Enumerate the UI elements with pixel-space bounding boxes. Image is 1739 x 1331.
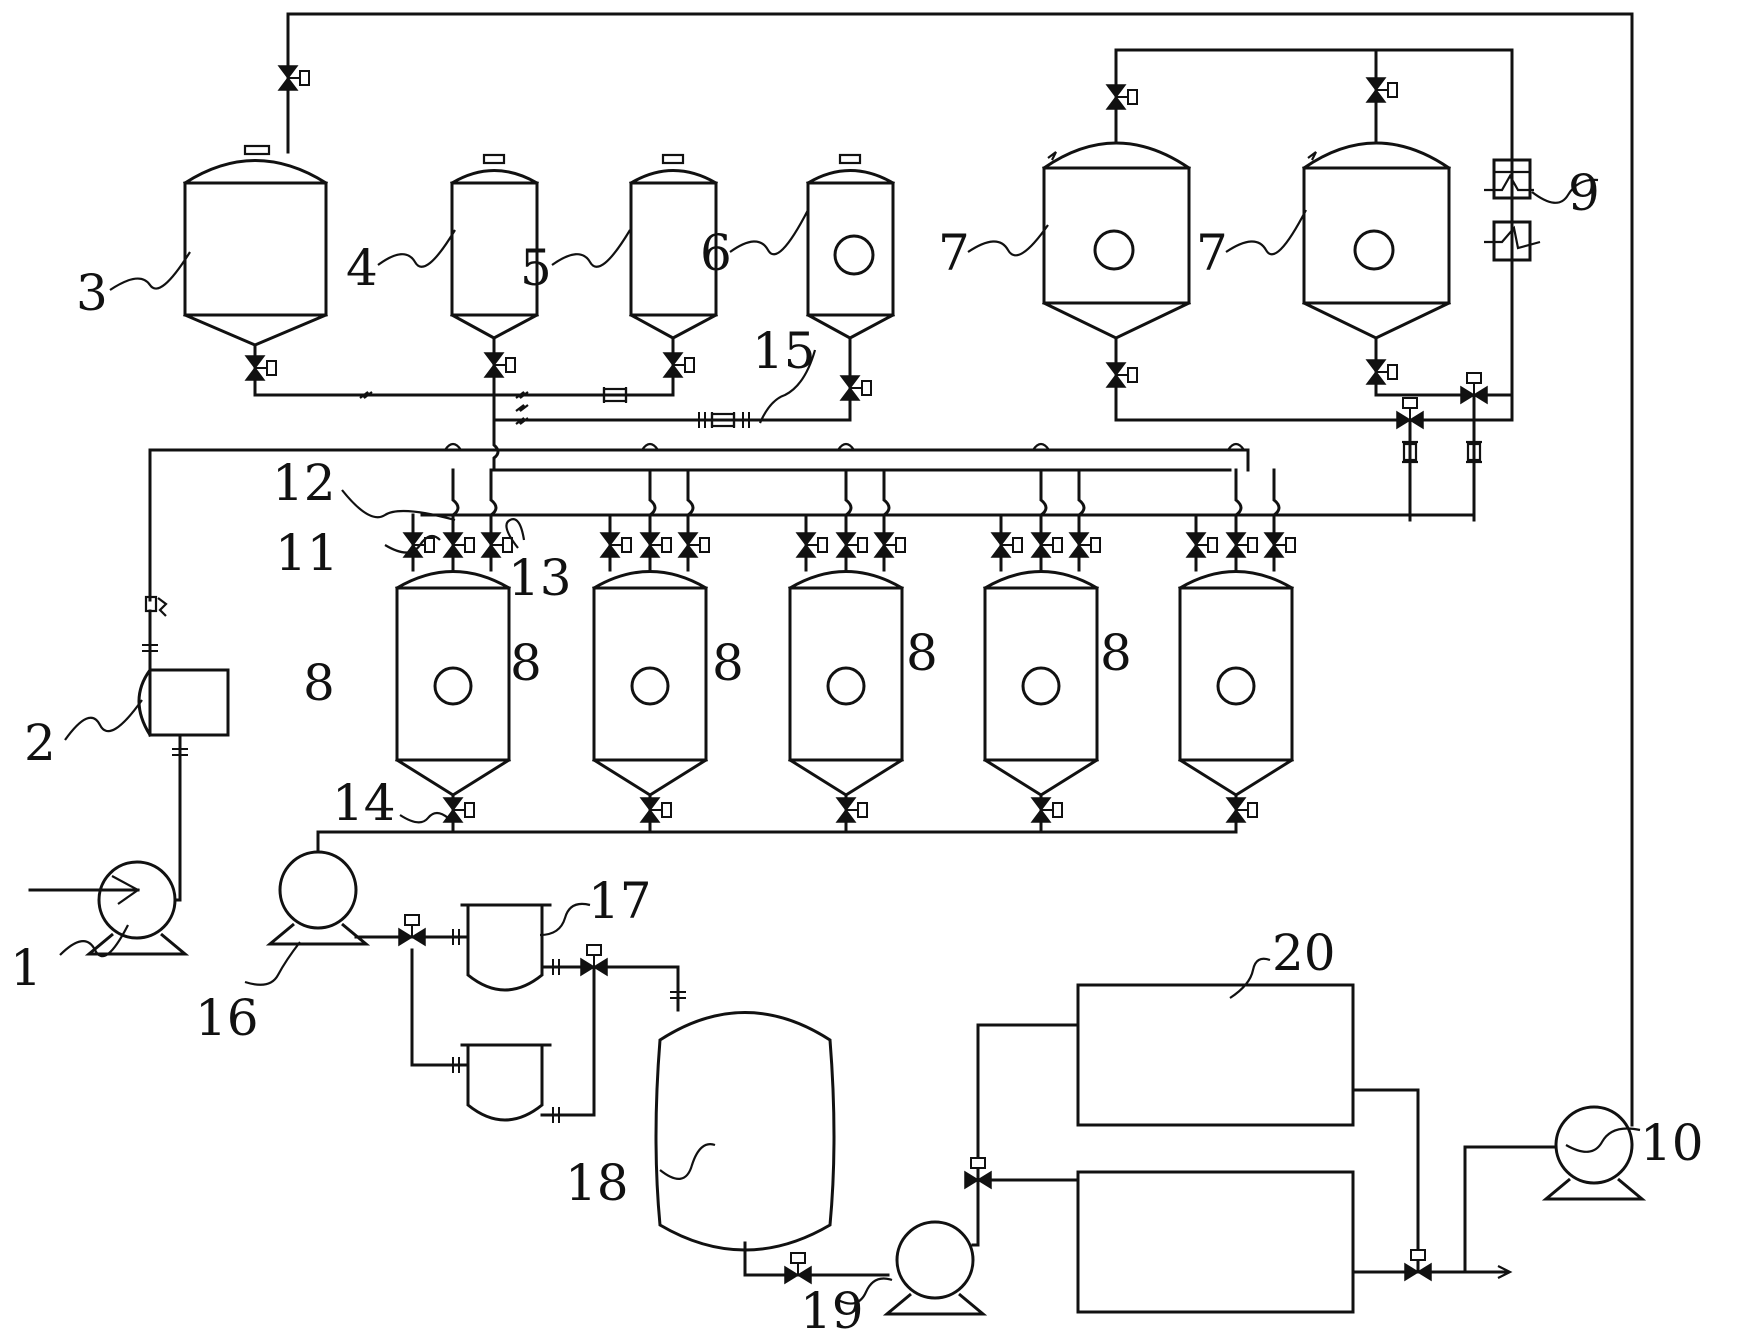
fermenter-8-5 — [1177, 442, 1296, 834]
label-7-right: 7 — [1196, 224, 1228, 282]
unit-20-lower — [1076, 1170, 1355, 1314]
tank-3 — [182, 144, 329, 397]
label-5: 5 — [520, 239, 552, 297]
label-12: 12 — [272, 454, 336, 512]
tank-7-loop — [1114, 48, 1514, 522]
label-2: 2 — [24, 714, 56, 772]
tank-7-left — [1041, 48, 1192, 422]
label-8-e: 8 — [1100, 624, 1132, 682]
label-13: 13 — [508, 549, 572, 607]
filter-symbol-a — [602, 387, 628, 403]
filter-symbol-b — [1402, 440, 1418, 464]
filter-symbol-15 — [698, 411, 750, 429]
label-8-a: 8 — [303, 654, 335, 712]
pump-10 — [1544, 1105, 1644, 1201]
heat-exchanger-9 — [1484, 158, 1541, 262]
fermenter-8-3 — [787, 442, 906, 834]
label-4: 4 — [346, 239, 378, 297]
label-6: 6 — [700, 224, 732, 282]
tank-7-right — [1301, 48, 1452, 397]
label-17: 17 — [588, 872, 652, 930]
distribution-headers — [141, 448, 1476, 672]
pump-19 — [885, 1023, 1080, 1316]
collection-header — [316, 830, 1238, 882]
label-10: 10 — [1640, 1114, 1704, 1172]
separator-2 — [137, 667, 230, 902]
label-8-c: 8 — [712, 634, 744, 692]
label-1: 1 — [10, 939, 42, 997]
tank-18 — [654, 1011, 890, 1284]
number-labels: 1 2 3 4 5 6 7 7 8 8 8 8 8 9 10 11 12 13 … — [10, 164, 1704, 1331]
outlet-line — [1351, 1088, 1596, 1281]
label-7-left: 7 — [938, 224, 970, 282]
leader-lines — [59, 178, 1641, 1305]
label-19: 19 — [800, 1282, 864, 1331]
label-3: 3 — [76, 264, 108, 322]
unit-20-upper — [1076, 983, 1355, 1127]
label-9: 9 — [1568, 164, 1600, 222]
label-20: 20 — [1272, 924, 1336, 982]
label-8-d: 8 — [906, 624, 938, 682]
fermenter-8-1 — [394, 442, 513, 834]
label-16: 16 — [195, 989, 259, 1047]
pump-16 — [268, 850, 414, 946]
sight-glass — [141, 595, 168, 672]
filter-symbol-c — [1466, 440, 1482, 464]
pump-1 — [28, 860, 187, 956]
fermenter-8-4 — [982, 442, 1101, 834]
tank-4 — [449, 153, 540, 397]
top-return-line — [278, 12, 1634, 1127]
label-8-b: 8 — [510, 634, 542, 692]
label-15: 15 — [752, 322, 816, 380]
filters-17 — [398, 903, 687, 1124]
tank-5 — [628, 153, 719, 397]
label-18: 18 — [565, 1154, 629, 1212]
feed-header-top — [253, 387, 852, 472]
fermenter-8-2 — [591, 442, 710, 834]
label-14: 14 — [332, 774, 396, 832]
label-11: 11 — [275, 524, 339, 582]
tank-6 — [805, 153, 896, 422]
